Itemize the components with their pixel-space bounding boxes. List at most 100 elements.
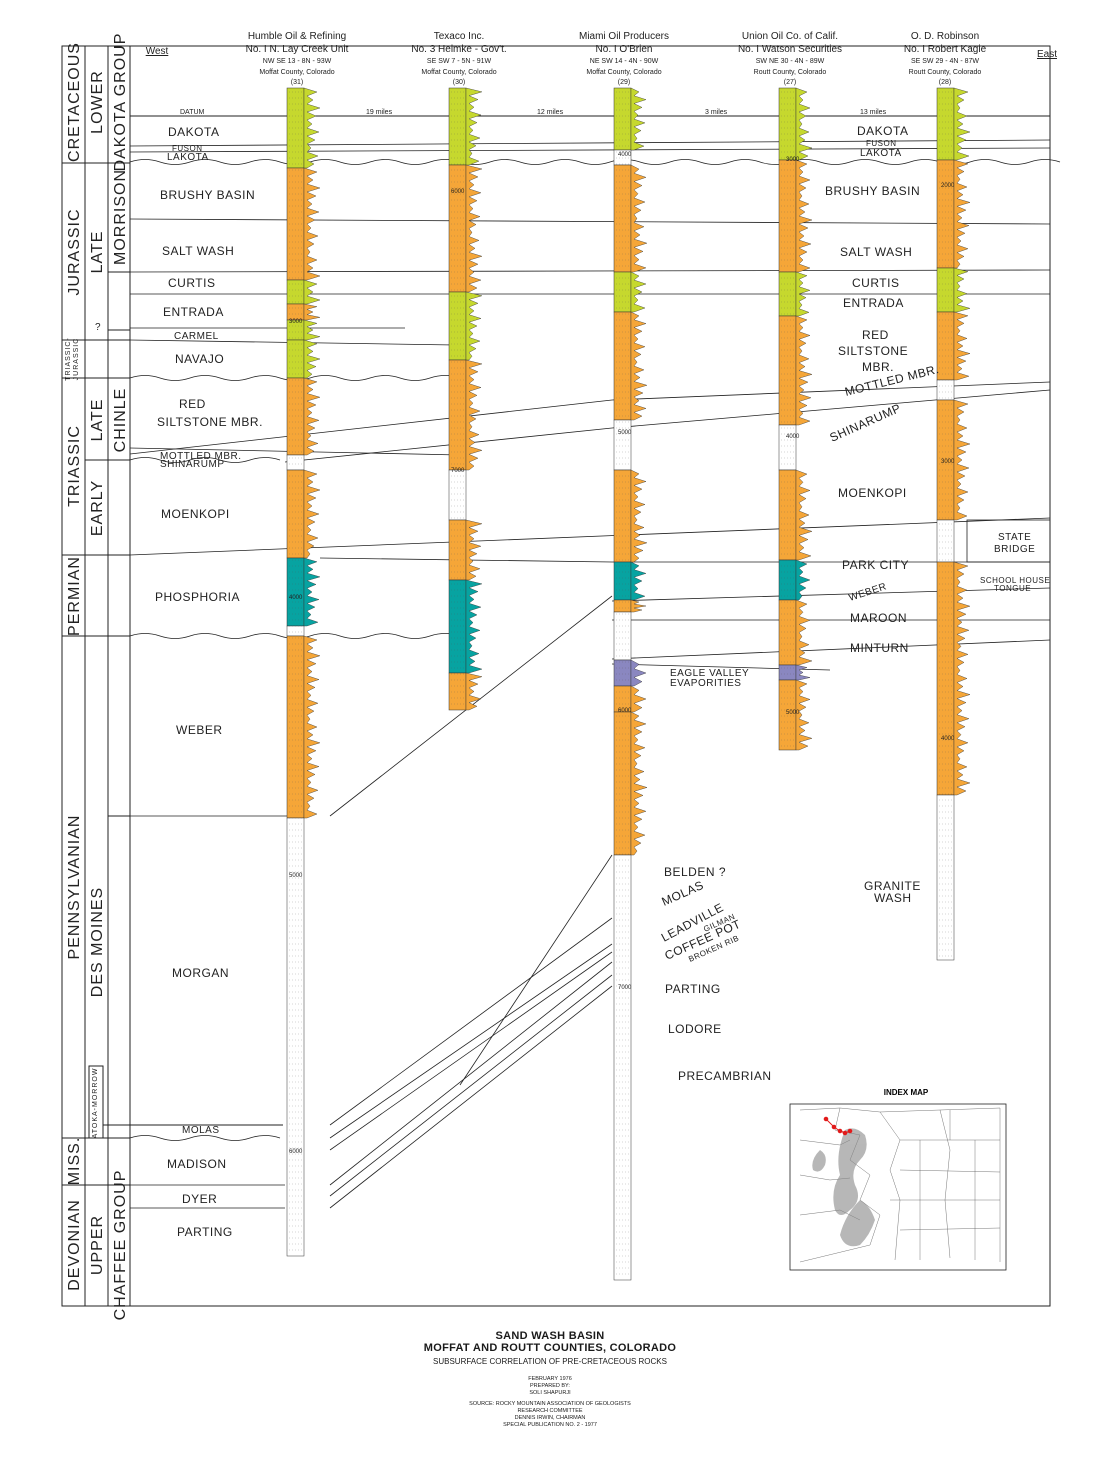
group-atoka-morrow: ATOKA-MORROW	[92, 1068, 99, 1139]
lithology-segment	[613, 599, 632, 613]
lithology-segment	[613, 469, 632, 563]
era-pennsylvanian: PENNSYLVANIAN	[66, 815, 83, 960]
lithology-segment	[613, 419, 632, 471]
log-curve	[630, 685, 647, 713]
footer-committee: RESEARCH COMMITTEE	[517, 1408, 583, 1414]
unit-dyer-left: DYER	[182, 1192, 217, 1206]
well-3-county: Moffat County, Colorado	[586, 69, 661, 76]
lithology-segment	[286, 469, 305, 559]
unit-shinarump-right: SHINARUMP	[828, 401, 904, 445]
unit-weber-right: WEBER	[848, 581, 889, 604]
epoch-upper: UPPER	[89, 1215, 106, 1275]
well-5-name: No. I Robert Kagie	[904, 44, 987, 55]
well-header-2: Texaco Inc. No. 3 Helmke - Gov't. SE SW …	[411, 31, 506, 86]
lithology-segment	[936, 561, 955, 796]
depth-label: 7000	[451, 468, 465, 474]
epoch-late-triassic: LATE	[89, 399, 106, 442]
unit-molas-left: MOLAS	[182, 1125, 220, 1136]
log-curve	[953, 267, 971, 313]
unit-parting-left: PARTING	[177, 1225, 233, 1239]
unit-dakota-left: DAKOTA	[168, 125, 219, 139]
well-column-4	[778, 87, 813, 751]
unit-mbr-right: MBR.	[862, 360, 894, 374]
well-2-name: No. 3 Helmke - Gov't.	[411, 44, 506, 55]
log-curve	[630, 87, 647, 151]
well-column-5	[936, 87, 971, 961]
well-4-number: (27)	[784, 79, 796, 86]
well-columns	[286, 87, 971, 1281]
well-2-number: (30)	[453, 79, 465, 86]
lithology-segment	[286, 817, 305, 1257]
lithology-segment	[286, 339, 305, 379]
lithology-segment	[448, 519, 467, 581]
unit-parting-mid: PARTING	[665, 982, 721, 996]
well-4-location: SW NE 30 - 4N - 89W	[756, 58, 825, 65]
log-curve	[465, 291, 483, 361]
well-3-name: No. I O'Brien	[596, 44, 653, 55]
log-curve	[303, 377, 321, 456]
log-curve	[630, 164, 648, 273]
group-morrison: MORRISON	[112, 169, 129, 265]
log-curve	[795, 679, 813, 751]
footer: SAND WASH BASIN MOFFAT AND ROUTT COUNTIE…	[0, 1330, 1100, 1429]
depth-label: 4000	[289, 595, 303, 601]
well-2-location: SE SW 7 - 5N - 91W	[427, 58, 492, 65]
well-3-location: NE SW 14 - 4N - 90W	[590, 58, 659, 65]
lithology-segment	[448, 672, 467, 711]
distance-3: 3 miles	[705, 109, 728, 116]
unit-belden: BELDEN ?	[664, 865, 726, 879]
log-curve	[630, 599, 647, 613]
well-2-county: Moffat County, Colorado	[421, 69, 496, 76]
unit-siltstone-left: SILTSTONE MBR.	[157, 415, 263, 429]
lithology-segment	[613, 711, 632, 856]
group-dakota: DAKOTA GROUP	[112, 33, 129, 172]
log-curve	[953, 87, 971, 161]
unit-curtis-left: CURTIS	[168, 276, 215, 290]
lithology-segment	[286, 625, 305, 637]
well-4-operator: Union Oil Co. of Calif.	[742, 31, 838, 42]
unit-entrada-right: ENTRADA	[843, 296, 904, 310]
footer-caption: SUBSURFACE CORRELATION OF PRE-CRETACEOUS…	[433, 1357, 667, 1366]
well-4-county: Routt County, Colorado	[754, 69, 827, 76]
log-curve	[303, 339, 321, 379]
distance-4: 13 miles	[860, 109, 887, 116]
east-label: East	[1037, 49, 1057, 60]
unit-tongue-right: TONGUE	[994, 584, 1031, 593]
unit-salt-wash-left: SALT WASH	[162, 244, 234, 258]
log-curve	[630, 311, 648, 421]
well-column-3	[613, 87, 648, 1281]
lithology-segment	[778, 315, 797, 426]
log-curve	[795, 559, 811, 601]
lithology-segment	[778, 159, 797, 273]
distance-2: 12 miles	[537, 109, 564, 116]
unit-question-left: ?	[95, 322, 101, 333]
unit-maroon-right: MAROON	[850, 611, 907, 625]
lithology-segment	[286, 454, 305, 471]
unit-granite-right: GRANITE	[864, 879, 921, 893]
depth-labels: 3000 4000 5000 6000 6000 7000 4000 5000 …	[289, 152, 955, 1155]
log-curve	[465, 579, 483, 674]
well-5-number: (28)	[939, 79, 951, 86]
footer-author: SOLI SHAPURJI	[529, 1390, 571, 1396]
well-5-county: Routt County, Colorado	[909, 69, 982, 76]
unit-red-left: RED	[179, 397, 206, 411]
lithology-segment	[448, 359, 467, 471]
lithology-segment	[936, 794, 955, 961]
lithology-segment	[778, 87, 797, 161]
unit-brushy-basin-right: BRUSHY BASIN	[825, 184, 920, 198]
unit-carmel-left: CARMEL	[174, 331, 219, 342]
unit-state-right: STATE	[998, 532, 1031, 543]
well-3-operator: Miami Oil Producers	[579, 31, 669, 42]
lithology-segment	[936, 379, 955, 401]
log-curve	[303, 635, 321, 819]
lithology-segment	[613, 854, 632, 1281]
lithology-segment	[778, 469, 797, 561]
well-4-name: No. I Watson Securities	[738, 44, 842, 55]
epoch-early: EARLY	[89, 480, 106, 536]
well-header-4: Union Oil Co. of Calif. No. I Watson Sec…	[738, 31, 842, 86]
index-map-title: INDEX MAP	[884, 1088, 929, 1097]
unit-bridge-right: BRIDGE	[994, 544, 1035, 555]
well-1-location: NW SE 13 - 8N - 93W	[263, 58, 332, 65]
lithology-segment	[778, 271, 797, 317]
unit-madison-left: MADISON	[167, 1157, 227, 1171]
